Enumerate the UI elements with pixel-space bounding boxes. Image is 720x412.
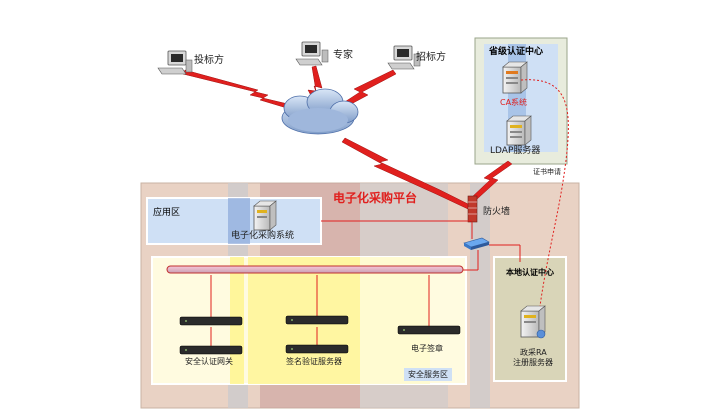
tenderer-label: 招标方 [416,52,446,63]
expert-computer [295,41,329,66]
ca-system-label: CA系统 [500,98,528,107]
procurement-server [253,200,277,231]
security-gateway-label: 安全认证网关 [185,357,233,366]
ca-system-server [502,61,528,94]
bidder-label: 投标方 [194,55,224,66]
security-bus [166,265,464,274]
app-zone-label: 应用区 [153,208,181,218]
ra-server [520,305,546,339]
bidder-computer [157,50,193,75]
security-zone-label: 安全服务区 [404,368,452,381]
platform-title: 电子化采购平台 [333,191,418,205]
procurement-system-label: 电子化采购系统 [231,231,295,241]
rack-devices [179,315,461,355]
expert-label: 专家 [333,50,353,61]
ra-label-line2: 注册服务器 [513,358,553,367]
network-switch [463,237,490,250]
tenderer-computer [387,45,421,70]
sign-verify-server-label: 签名验证服务器 [286,357,342,366]
firewall-device [467,195,478,223]
cert-apply-label: 证书申请 [533,168,561,176]
ldap-server-label: LDAP服务器 [490,146,541,156]
firewall-label: 防火墙 [483,207,511,217]
ra-label-line1: 政采RA [520,348,547,357]
ldap-server [506,115,532,146]
cert-request-path [520,79,569,307]
internet-cloud [281,88,359,135]
local-ca-title: 本地认证中心 [506,268,554,277]
provincial-ca-title: 省级认证中心 [489,47,544,57]
e-seal-label: 电子签章 [411,344,443,353]
